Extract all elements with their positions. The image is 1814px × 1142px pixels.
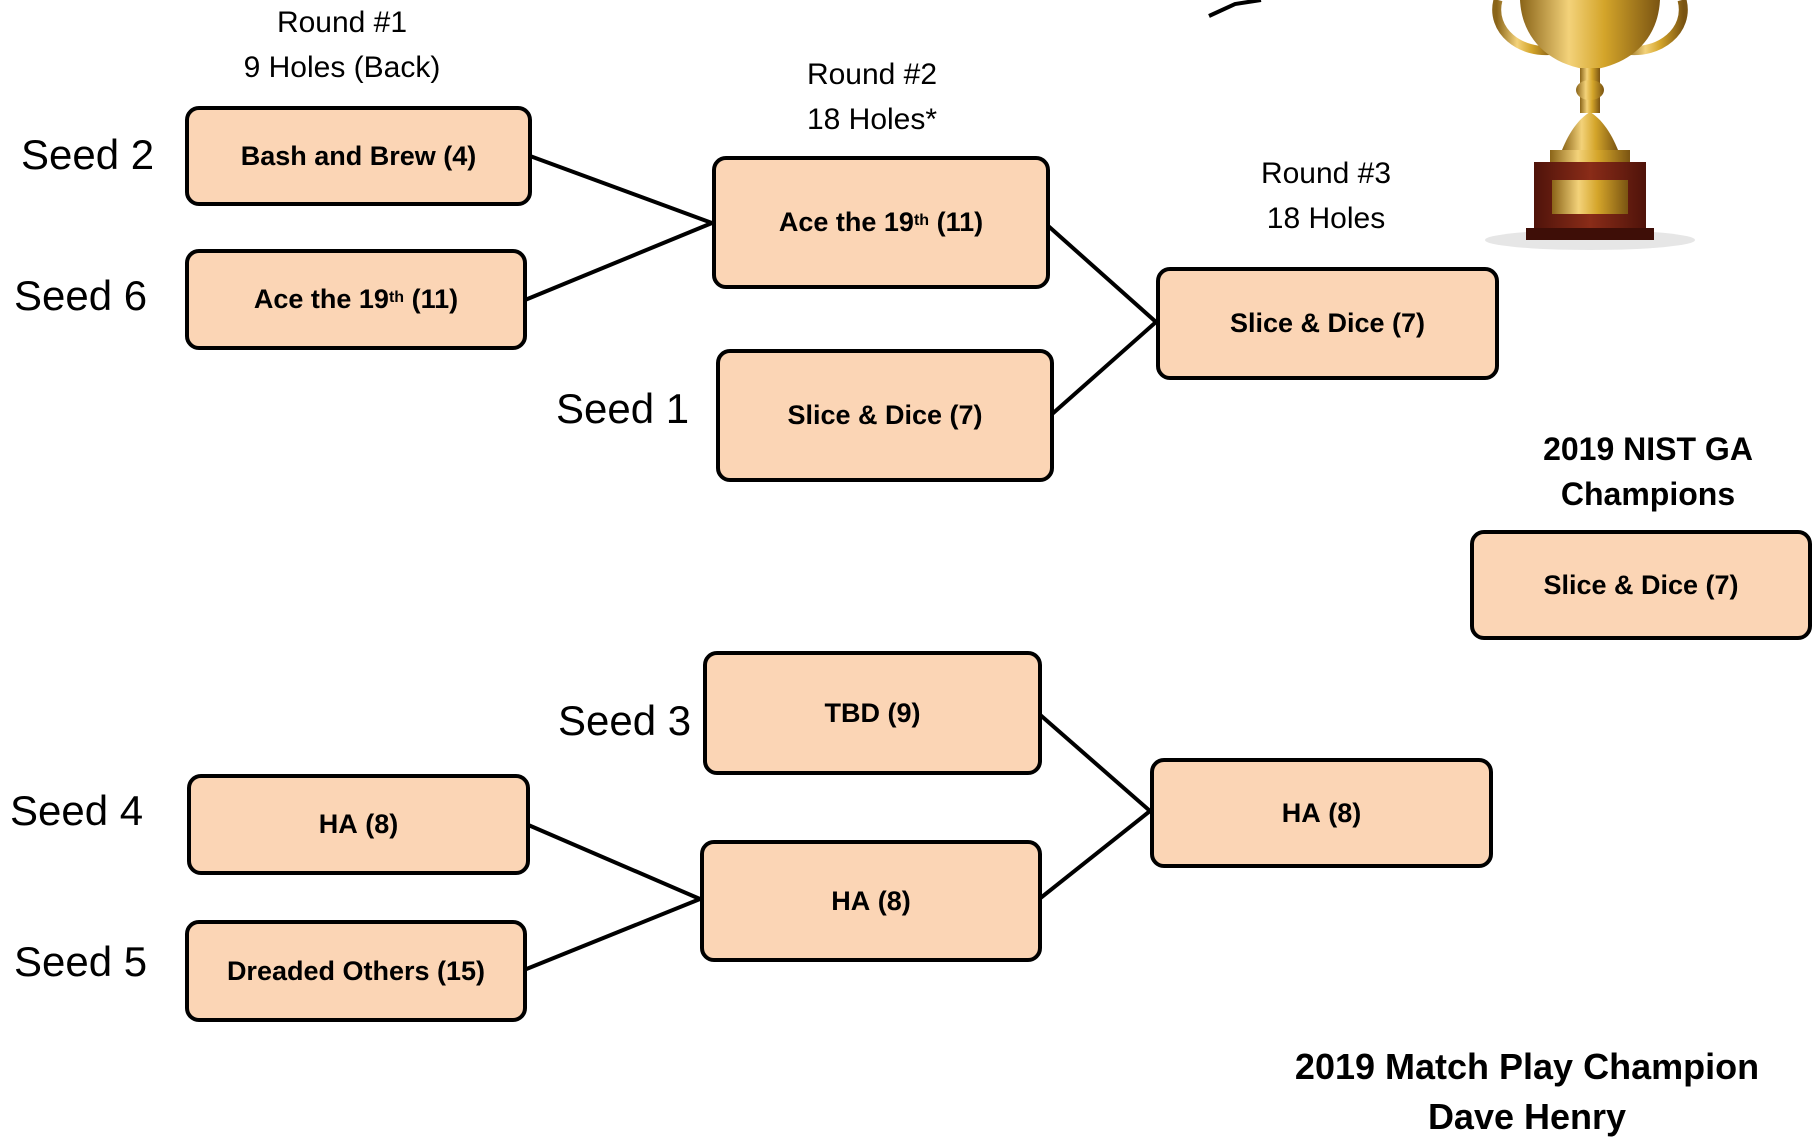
champion-team-box: Slice & Dice (7) — [1470, 530, 1812, 640]
connector-line — [525, 822, 701, 901]
team-box-r1-bottom-b: Dreaded Others (15) — [185, 920, 527, 1022]
team-box-r1-top-a: Bash and Brew (4) — [185, 106, 532, 206]
seed-5-label: Seed 5 — [14, 938, 148, 985]
connector-line — [1036, 711, 1152, 813]
team-score: (8) — [365, 809, 399, 839]
match-play-title: 2019 Match Play Champion — [1294, 1046, 1760, 1087]
connector-line — [1036, 809, 1152, 902]
team-name: Bash and Brew — [240, 140, 436, 171]
team-name: TBD — [824, 697, 880, 728]
team-name-suffix: th — [388, 288, 405, 306]
round-2-heading: Round #2 18 Holes* — [742, 52, 1002, 142]
round-3-title: Round #3 — [1260, 157, 1392, 190]
round-3-heading: Round #3 18 Holes — [1196, 151, 1456, 241]
round-2-subtitle: 18 Holes* — [806, 103, 938, 136]
champions-heading-line1: 2019 NIST GA — [1543, 431, 1753, 467]
seed-3-label: Seed 3 — [558, 697, 692, 744]
seed-4-label: Seed 4 — [10, 787, 144, 834]
round-1-subtitle: 9 Holes (Back) — [243, 51, 441, 84]
team-score: (8) — [1328, 797, 1362, 828]
team-score: (7) — [1705, 569, 1739, 600]
team-score: (7) — [1392, 308, 1426, 338]
seed-2-label: Seed 2 — [21, 131, 155, 178]
round-1-title: Round #1 — [276, 6, 408, 39]
champions-heading: 2019 NIST GA Champions — [1468, 427, 1814, 517]
team-name: HA — [831, 885, 871, 916]
team-box-r2-bottom-a: TBD (9) — [703, 651, 1042, 775]
team-score: (7) — [949, 400, 983, 430]
team-score: (11) — [411, 284, 459, 314]
connector-line — [529, 154, 713, 225]
team-box-r2-top-b: Slice & Dice (7) — [716, 349, 1054, 482]
team-name: HA — [1281, 797, 1321, 828]
arrow-fragment-icon — [1208, 0, 1262, 18]
team-box-r3-top: Slice & Dice (7) — [1156, 267, 1499, 380]
team-box-r1-bottom-a: HA (8) — [187, 774, 530, 875]
round-3-subtitle: 18 Holes — [1266, 202, 1386, 235]
team-box-r2-bottom-b: HA (8) — [700, 840, 1042, 962]
team-name: Slice & Dice — [1229, 308, 1385, 338]
team-name: HA — [318, 809, 358, 839]
team-name: Ace the 19 — [778, 207, 914, 237]
connector-line — [524, 221, 713, 302]
match-play-champion: 2019 Match Play Champion Dave Henry — [1247, 1042, 1807, 1142]
round-2-title: Round #2 — [806, 58, 938, 91]
team-name: Dreaded Others — [226, 955, 430, 986]
team-score: (11) — [936, 207, 984, 237]
seed-1-label: Seed 1 — [556, 385, 690, 432]
team-name: Slice & Dice — [787, 400, 943, 430]
team-score: (15) — [437, 955, 486, 986]
team-name: Slice & Dice — [1543, 569, 1699, 600]
team-score: (8) — [877, 885, 911, 916]
team-name-suffix: th — [913, 211, 930, 229]
match-play-name: Dave Henry — [1427, 1096, 1627, 1137]
team-score: (9) — [887, 697, 921, 728]
team-score: (4) — [443, 140, 477, 171]
connector-line — [1044, 222, 1158, 324]
trophy-icon — [1485, 0, 1695, 250]
champions-heading-line2: Champions — [1560, 476, 1736, 512]
connector-line — [523, 897, 701, 972]
seed-6-label: Seed 6 — [14, 272, 148, 319]
team-box-r3-bottom: HA (8) — [1150, 758, 1493, 868]
team-name: Ace the 19 — [253, 284, 389, 314]
connector-line — [1049, 320, 1158, 417]
round-1-heading: Round #1 9 Holes (Back) — [212, 0, 472, 90]
